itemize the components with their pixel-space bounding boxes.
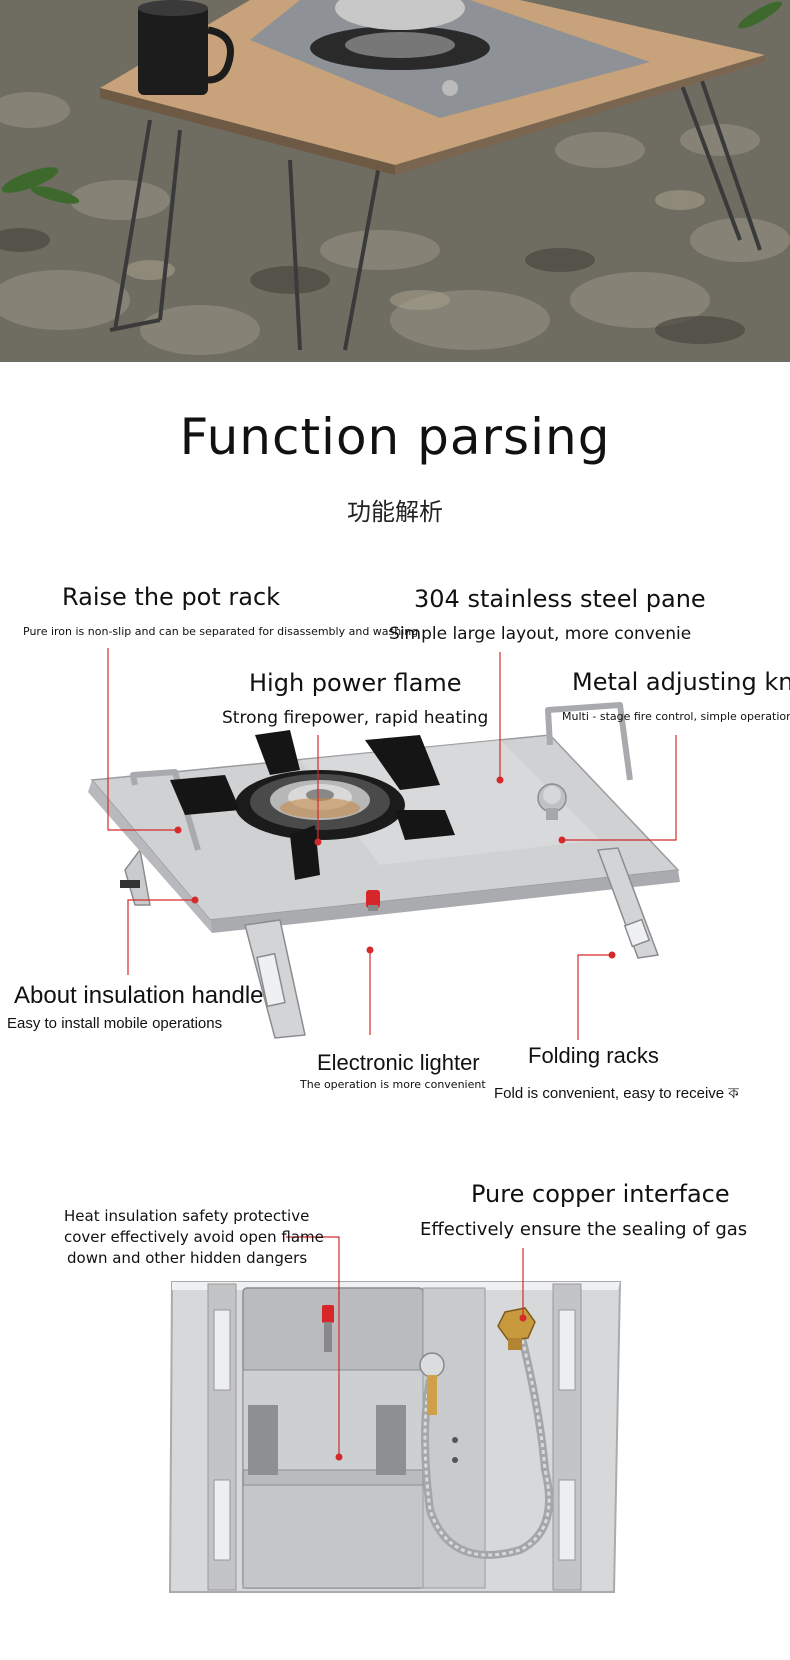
insulation-cover-line3: down and other hidden dangers [67,1249,308,1267]
handle-title: About insulation handle [14,982,264,1009]
page-subtitle: 功能解析 [347,498,443,526]
steel-pane-desc: Simple large layout, more convenie [389,624,692,644]
hero-photo [0,0,790,362]
pot-rack-desc: Pure iron is non-slip and can be separat… [23,625,419,638]
pot-rack-title: Raise the pot rack [62,583,281,611]
insulation-cover-line1: Heat insulation safety protective [64,1207,310,1225]
copper-desc: Effectively ensure the sealing of gas [420,1219,748,1240]
lighter-title: Electronic lighter [317,1050,480,1075]
knob-desc: Multi - stage fire control, simple opera… [562,710,790,723]
racks-title: Folding racks [528,1043,659,1068]
stove-top-diagram [88,702,680,1039]
stove-underside-diagram [168,1281,622,1593]
lighter-desc: The operation is more convenient [300,1078,486,1091]
hero-illustration [0,0,790,362]
steel-pane-title: 304 stainless steel pane [414,585,706,613]
racks-desc: Fold is convenient, easy to receive ক [494,1085,739,1102]
flame-desc: Strong firepower, rapid heating [222,708,489,728]
copper-title: Pure copper interface [471,1180,730,1208]
page-title: Function parsing [179,408,611,466]
flame-title: High power flame [249,669,462,697]
knob-title: Metal adjusting knob [572,668,790,696]
handle-desc: Easy to install mobile operations [7,1015,223,1032]
insulation-cover-line2: cover effectively avoid open flame [64,1228,324,1246]
